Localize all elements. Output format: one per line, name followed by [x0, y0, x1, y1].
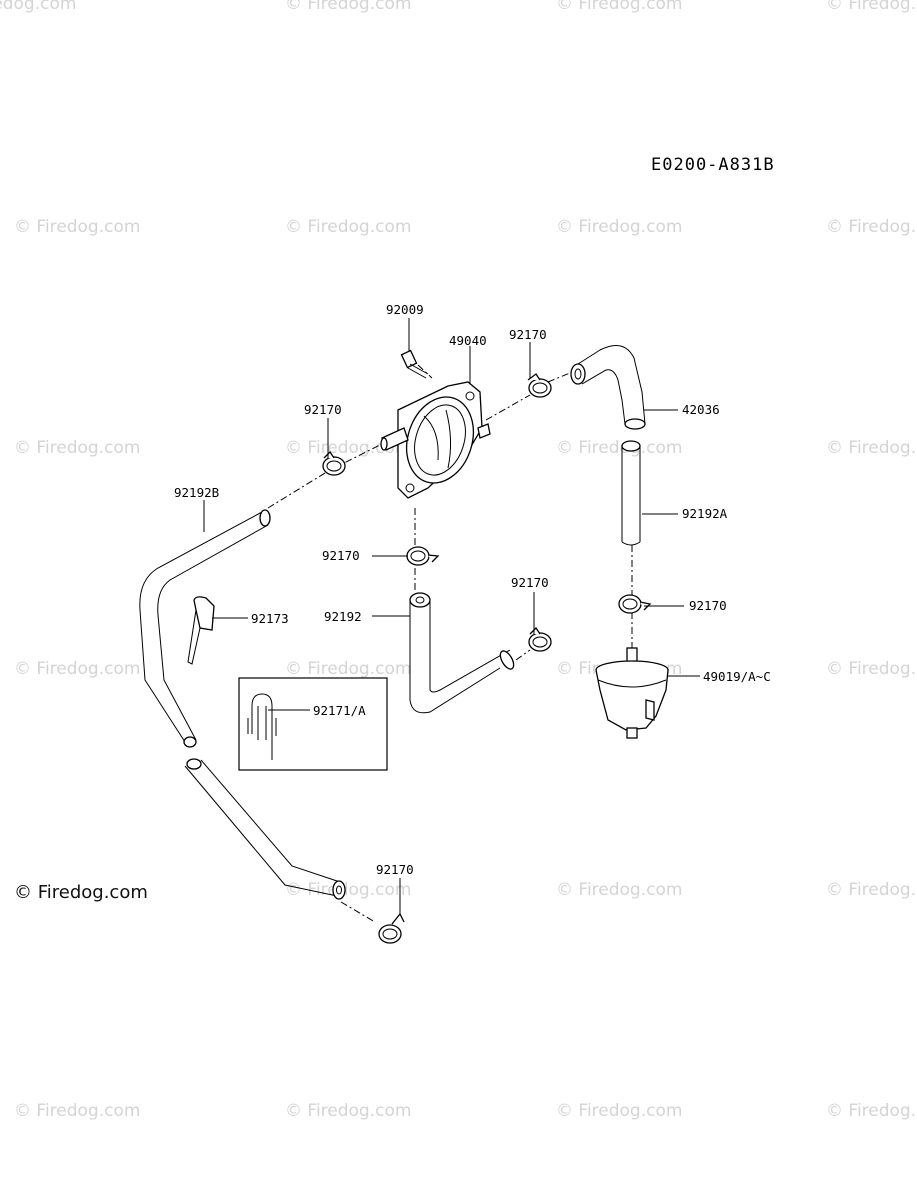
centerline [485, 394, 531, 421]
watermark: © Firedog.com [826, 659, 917, 679]
watermark: © Firedog.com [826, 1101, 917, 1121]
part-label-92171[interactable]: 92171/A [313, 703, 366, 718]
watermark: © Firedog.com [285, 1101, 411, 1121]
firedog-copyright: © Firedog.com [14, 882, 148, 903]
clamp-92170-center [528, 626, 552, 652]
watermark-layer: © Firedog.com © Firedog.com © Firedog.co… [0, 0, 917, 1121]
part-label-92170[interactable]: 92170 [322, 548, 360, 563]
part-label-92170[interactable]: 92170 [304, 402, 342, 417]
clamp-92170-left [322, 450, 346, 476]
watermark: © Firedog.com [556, 0, 682, 14]
watermark: © Firedog.com [285, 217, 411, 237]
part-label-92170[interactable]: 92170 [689, 598, 727, 613]
part-label-92192B[interactable]: 92192B [174, 485, 219, 500]
fuel-filter-49019 [595, 647, 669, 739]
part-label-92192[interactable]: 92192 [324, 609, 362, 624]
part-label-92170[interactable]: 92170 [376, 862, 414, 877]
leader-lines [203, 318, 700, 914]
fuel-pump-49040 [380, 381, 491, 499]
part-label-92170[interactable]: 92170 [511, 575, 549, 590]
part-label-92173[interactable]: 92173 [251, 611, 289, 626]
watermark: © Firedog.com [285, 0, 411, 14]
clamp-92170-mid [406, 546, 440, 566]
watermark: © Firedog.com [556, 217, 682, 237]
centerline [547, 372, 571, 383]
hose-92192 [409, 592, 515, 714]
watermark: © Firedog.com [285, 438, 411, 458]
clip-92173 [187, 596, 215, 665]
watermark: © Firedog.com [556, 880, 682, 900]
part-label-92009[interactable]: 92009 [386, 302, 424, 317]
watermark: © Firedog.com [14, 1101, 140, 1121]
watermark: © Firedog.com [826, 438, 917, 458]
watermark: © Firedog.com [14, 438, 140, 458]
centerline [417, 364, 433, 379]
part-labels: 92009 49040 92170 42036 92170 92192B 921… [174, 302, 771, 877]
watermark: © Firedog.com [0, 0, 76, 14]
part-label-92170[interactable]: 92170 [509, 327, 547, 342]
inset-box-92171 [238, 677, 388, 771]
watermark: © Firedog.com [826, 0, 917, 14]
watermark: © Firedog.com [556, 438, 682, 458]
clamp-92170-right [618, 594, 652, 614]
watermark: © Firedog.com [285, 880, 411, 900]
clamp-92170-top [527, 373, 552, 398]
watermark: © Firedog.com [826, 217, 917, 237]
hose-42036 [570, 345, 646, 430]
hose-92192A [621, 440, 641, 546]
part-label-49019[interactable]: 49019/A~C [703, 669, 771, 684]
diagram-code: E0200-A831B [651, 155, 775, 175]
hose-92192B [139, 509, 346, 900]
part-label-92192A[interactable]: 92192A [682, 506, 728, 521]
screw-92009 [400, 349, 429, 379]
watermark: © Firedog.com [556, 1101, 682, 1121]
clamp-92170-bottom [378, 912, 405, 944]
centerline [340, 901, 376, 923]
centerline [515, 649, 531, 661]
centerline [267, 444, 381, 509]
watermark: © Firedog.com [285, 659, 411, 679]
part-label-42036[interactable]: 42036 [682, 402, 720, 417]
part-label-49040[interactable]: 49040 [449, 333, 487, 348]
watermark: © Firedog.com [14, 217, 140, 237]
watermark: © Firedog.com [14, 659, 140, 679]
watermark: © Firedog.com [826, 880, 917, 900]
